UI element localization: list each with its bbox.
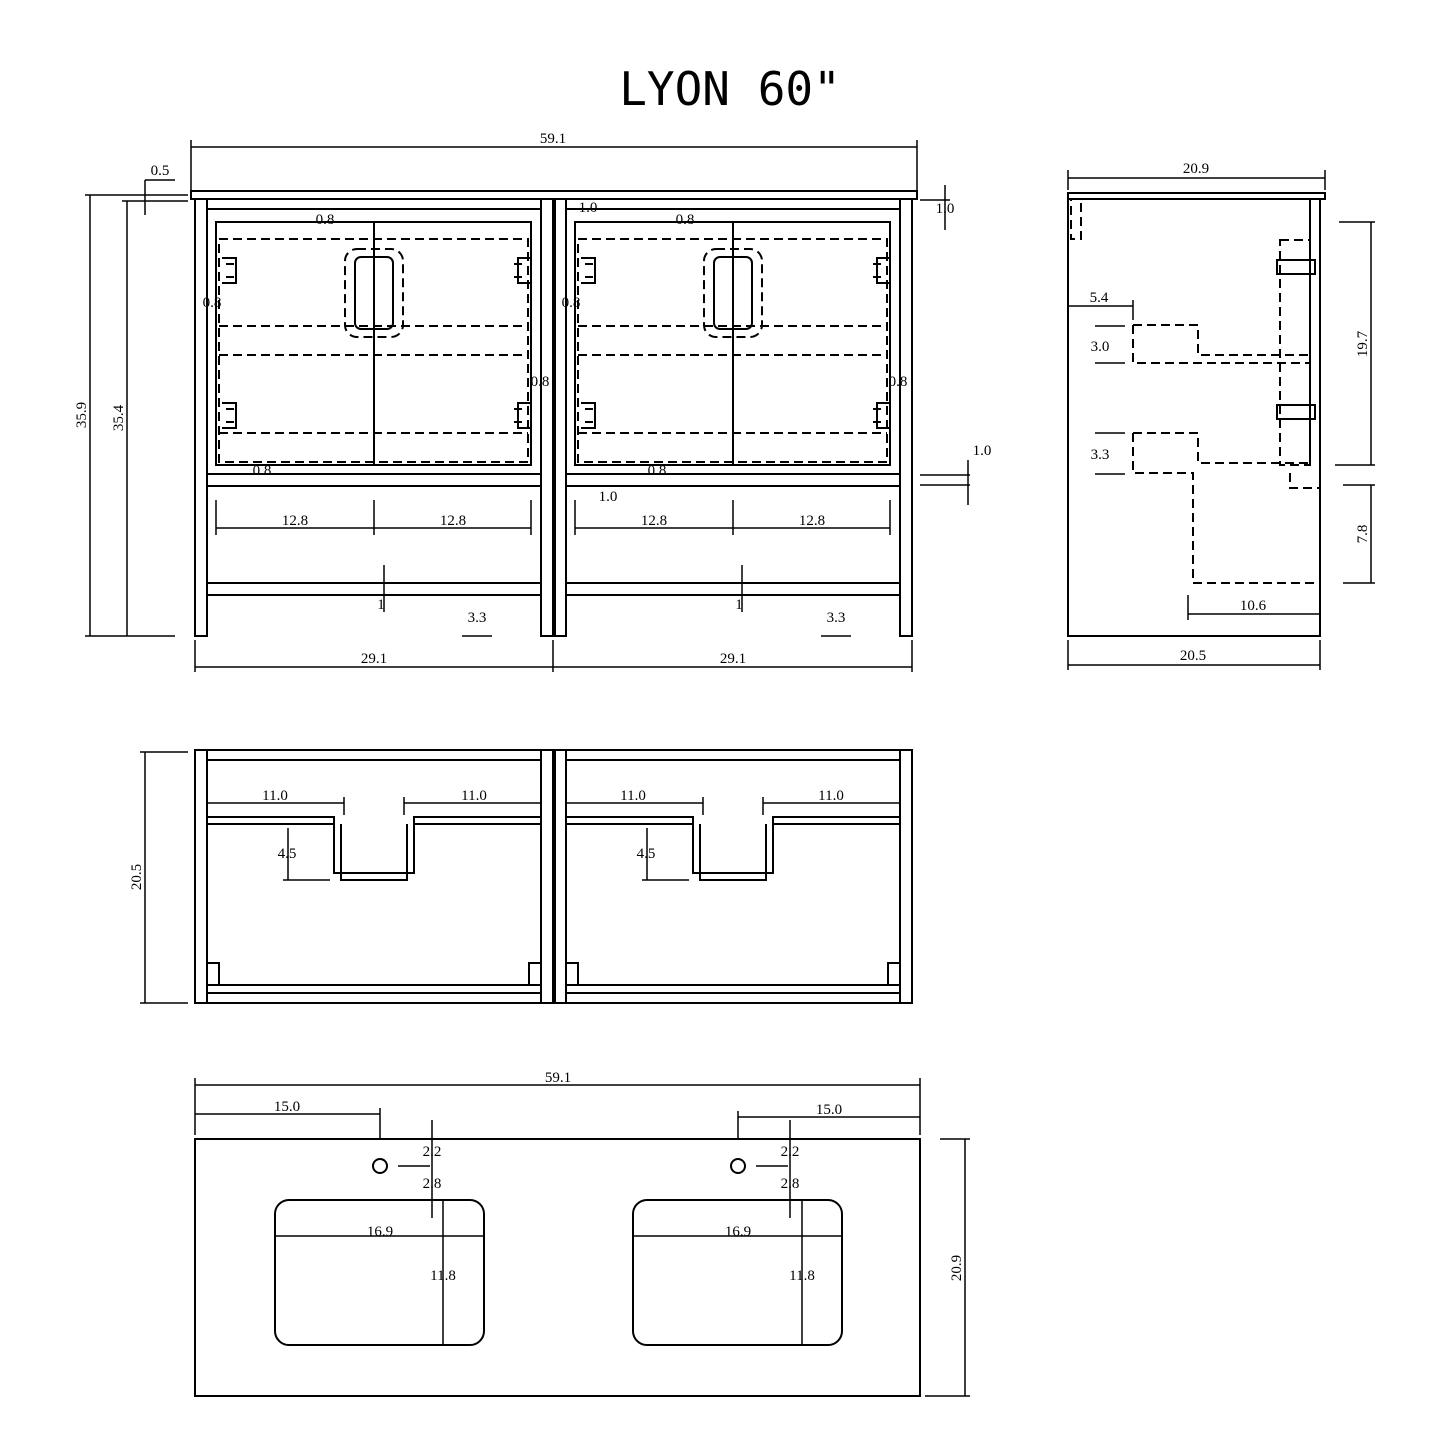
dim-reveal: 0.8: [253, 463, 272, 479]
dim-sink-width: 16.9: [725, 1224, 751, 1240]
dim-drawer-width: 12.8: [282, 513, 308, 529]
center-post-left: [540, 198, 554, 637]
hinge-icons: [222, 257, 891, 429]
countertop-outline: [194, 1138, 921, 1397]
dim-width: 11.0: [262, 788, 288, 804]
dim-drawer-width: 12.8: [641, 513, 667, 529]
dim-shelf: 1: [377, 597, 385, 613]
dim-drawer-width: 12.8: [440, 513, 466, 529]
dim-width: 11.0: [461, 788, 487, 804]
countertop-front: [190, 190, 918, 200]
dim-notch-depth: 4.5: [637, 846, 656, 862]
dim-reveal: 0.8: [676, 212, 695, 228]
dim-overall-width: 59.1: [540, 131, 566, 147]
sink-basin: [632, 1199, 843, 1346]
dim-plan-depth: 20.5: [129, 864, 145, 890]
dim-top-thickness: 0.5: [151, 163, 170, 179]
side-panel: [1067, 198, 1321, 637]
dim-base-depth: 20.5: [1180, 648, 1206, 664]
dim-top-depth: 20.9: [1183, 161, 1209, 177]
dim-leg: 3.3: [468, 610, 487, 626]
center-post-right: [554, 198, 567, 637]
dim-notch-depth: 4.5: [278, 846, 297, 862]
dim-cabinet-height: 35.4: [111, 404, 127, 431]
dim-reveal: 0.8: [648, 463, 667, 479]
sink-basin: [274, 1199, 485, 1346]
dim-countertop-depth: 20.9: [949, 1255, 965, 1281]
dim-reveal: 0.8: [203, 295, 222, 311]
dim-gap: 1.0: [599, 489, 618, 505]
dim-shelf-depth: 10.6: [1240, 598, 1267, 614]
dim-sink-depth: 11.8: [430, 1268, 456, 1284]
dim-width: 11.0: [620, 788, 646, 804]
faucet-hole: [730, 1158, 746, 1174]
dim-reveal: 0.8: [889, 374, 908, 390]
dim-sink-offset: 2.8: [781, 1176, 800, 1192]
dim-cabinet-width: 29.1: [361, 651, 387, 667]
dim-lower-slot: 3.3: [1091, 447, 1110, 463]
dim-faucet-offset: 2.2: [781, 1144, 800, 1160]
dim-offset: 5.4: [1090, 290, 1109, 306]
dim-edge-offset: 15.0: [274, 1099, 300, 1115]
handle-cutout-right: [713, 256, 753, 330]
dim-drawer-width: 12.8: [799, 513, 825, 529]
dim-gap: 1.0: [973, 443, 992, 459]
dim-width: 11.0: [818, 788, 844, 804]
handle-cutout-left: [354, 256, 394, 330]
dim-cabinet-width: 29.1: [720, 651, 746, 667]
faucet-hole: [372, 1158, 388, 1174]
drawing-title: LYON 60": [619, 62, 841, 116]
dim-open-height: 7.8: [1355, 525, 1371, 544]
dim-overall-width: 59.1: [545, 1070, 571, 1086]
dim-shelf: 1: [735, 597, 743, 613]
dim-edge-offset: 15.0: [816, 1102, 842, 1118]
dim-faucet-offset: 2.2: [423, 1144, 442, 1160]
hinge-icon: [1276, 404, 1316, 420]
hinge-icon: [1276, 259, 1316, 275]
dim-sink-width: 16.9: [367, 1224, 393, 1240]
dim-sink-offset: 2.8: [423, 1176, 442, 1192]
dim-reveal: 0.8: [316, 212, 335, 228]
dim-leg: 3.3: [827, 610, 846, 626]
side-view: 20.9 5.4 3.0 3.3 19.7 7.8 10.6 20.5: [1067, 161, 1375, 670]
dim-reveal: 0.8: [531, 374, 550, 390]
dim-overall-height: 35.9: [74, 402, 90, 428]
countertop-plan: 59.1 15.0 15.0 2.2 2.2 2.8 2.8 16.9 16.9…: [194, 1070, 970, 1397]
dim-sink-depth: 11.8: [789, 1268, 815, 1284]
dim-reveal: 0.8: [562, 295, 581, 311]
front-view: 59.1: [74, 131, 991, 672]
right-post: [899, 198, 913, 637]
dim-upper-slot: 3.0: [1091, 339, 1110, 355]
left-post: [194, 198, 208, 637]
dim-door-height: 19.7: [1355, 330, 1371, 357]
dim-gap: 1.0: [579, 200, 598, 216]
plan-view: 11.0 11.0 11.0 11.0 4.5 4.5 20.5: [129, 749, 913, 1004]
